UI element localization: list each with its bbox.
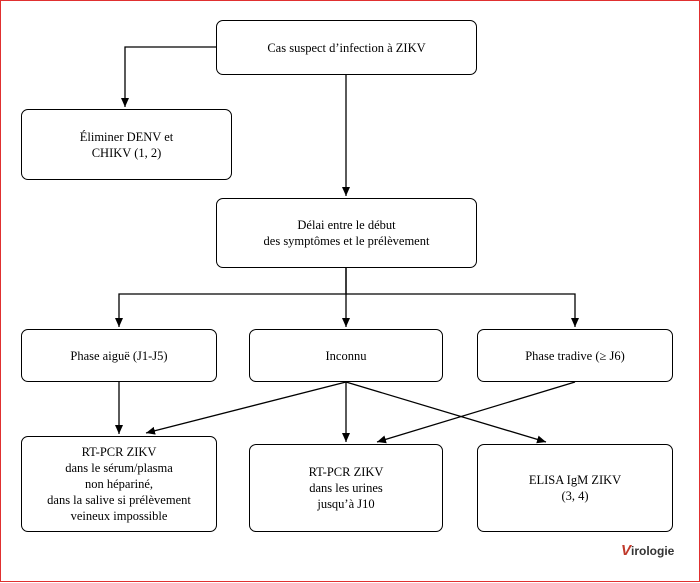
edge-delay-acute [115,268,347,327]
node-text-line: dans la salive si prélèvement [47,493,191,507]
edge-delay-late [346,293,579,327]
node-text-line: dans le sérum/plasma [65,461,173,475]
node-text-line: jusqu’à J10 [317,497,375,511]
node-text-line: Éliminer DENV et [79,129,174,144]
brand-logo: Virologie [621,542,675,559]
node-text-line: Phase aiguë (J1-J5) [70,348,168,363]
node-text-line: dans les urines [309,481,383,495]
node-delay: Délai entre le début des symptômes et le … [216,198,477,268]
node-rtpcr-urine: RT-PCR ZIKV dans les urines jusqu’à J10 [249,444,443,532]
node-text-line: RT-PCR ZIKV [308,465,384,479]
edge-late-rtpcr-urine [376,381,576,444]
node-text-line: des symptômes et le prélèvement [263,234,430,248]
node-text-line: non hépariné, [84,477,154,491]
node-text-line: ELISA IgM ZIKV [528,473,622,487]
node-text-line: CHIKV (1, 2) [91,145,162,160]
node-text-line: Délai entre le début [297,218,396,232]
node-text-line: veineux impossible [70,509,168,523]
node-suspect: Cas suspect d’infection à ZIKV [216,20,477,75]
node-rtpcr-serum: RT-PCR ZIKV dans le sérum/plasma non hépar… [21,436,217,532]
node-text-line: Inconnu [325,348,367,363]
node-late: Phase tradive (≥ J6) [477,329,673,382]
node-text-line: (3, 4) [561,489,589,503]
node-text-line: Phase tradive (≥ J6) [525,348,625,363]
edge-suspect-eliminate [121,46,216,107]
node-text-line: RT-PCR ZIKV [81,445,157,459]
edge-unknown-elisa [345,381,547,444]
node-elisa: ELISA IgM ZIKV (3, 4) [477,444,673,532]
node-unknown: Inconnu [249,329,443,382]
node-text-line: Cas suspect d’infection à ZIKV [267,40,426,55]
node-acute: Phase aiguë (J1-J5) [21,329,217,382]
edge-unknown-rtpcr-serum [145,381,347,435]
